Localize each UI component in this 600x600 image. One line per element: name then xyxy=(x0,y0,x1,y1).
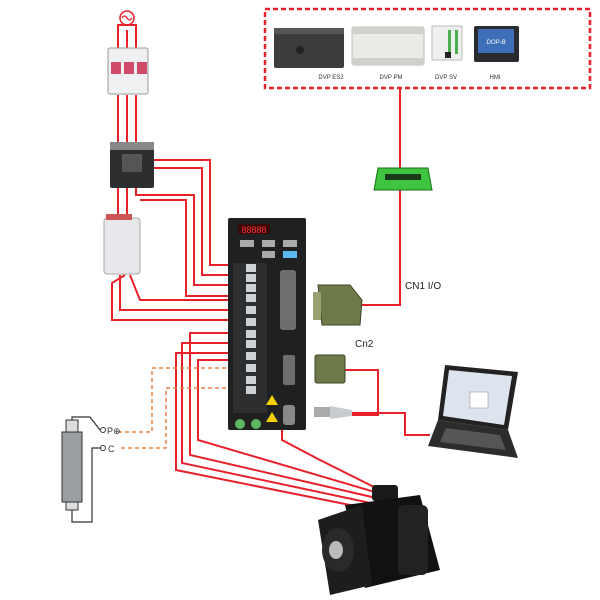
brake-c-label: C xyxy=(108,444,115,454)
resistor-leads xyxy=(71,416,101,523)
label-hmi: HMI xyxy=(490,75,501,81)
brake-p-label: P⊕ xyxy=(107,426,121,436)
servo-motor xyxy=(318,485,440,595)
cn1-connector xyxy=(313,284,363,326)
dvp-sv-plc xyxy=(431,25,463,61)
dvp-pm-plc xyxy=(351,26,425,66)
circuit-breaker xyxy=(107,47,149,95)
dvp-es2-plc xyxy=(274,28,344,68)
ac-wave-icon xyxy=(121,15,133,21)
hmi-panel: DOP-B xyxy=(474,26,519,62)
cn1-label: CN1 I/O xyxy=(405,281,441,292)
servo-drive: 88888 xyxy=(228,218,306,430)
ground-terminal xyxy=(251,419,261,429)
warning-icon xyxy=(266,412,278,422)
noise-filter xyxy=(103,214,141,275)
cn2-label: Cn2 xyxy=(355,339,374,350)
brake-wires xyxy=(118,367,240,449)
cn1-port xyxy=(280,270,296,330)
laptop-pc xyxy=(428,365,518,458)
usb-plug xyxy=(314,406,352,419)
ac-power-source xyxy=(117,10,137,30)
shift-button xyxy=(283,240,297,247)
mode-button xyxy=(240,240,254,247)
label-dvp-es2: DVP ES2 xyxy=(318,75,344,81)
label-dvp-pm: DVP PM xyxy=(380,75,403,81)
label-dvp-sv: DVP SV xyxy=(435,75,457,81)
controllers-box xyxy=(263,7,592,90)
drive-display: 88888 xyxy=(241,225,266,235)
cn2-connector xyxy=(314,354,346,384)
controllers-group: DOP-B DVP ES2 DVP PM DVP SV HMI xyxy=(263,7,592,90)
terminal-block xyxy=(246,264,256,394)
ground-terminal xyxy=(235,419,245,429)
hmi-screen-text: DOP-B xyxy=(486,40,505,46)
down-button xyxy=(262,251,275,258)
cn2-port xyxy=(283,355,295,385)
set-button xyxy=(283,251,297,258)
brake-resistor xyxy=(61,419,106,511)
terminal-board xyxy=(373,167,433,191)
up-button xyxy=(262,240,275,247)
magnetic-contactor xyxy=(110,142,154,188)
warning-icon xyxy=(266,395,278,405)
cn3-usb-port xyxy=(283,405,295,425)
